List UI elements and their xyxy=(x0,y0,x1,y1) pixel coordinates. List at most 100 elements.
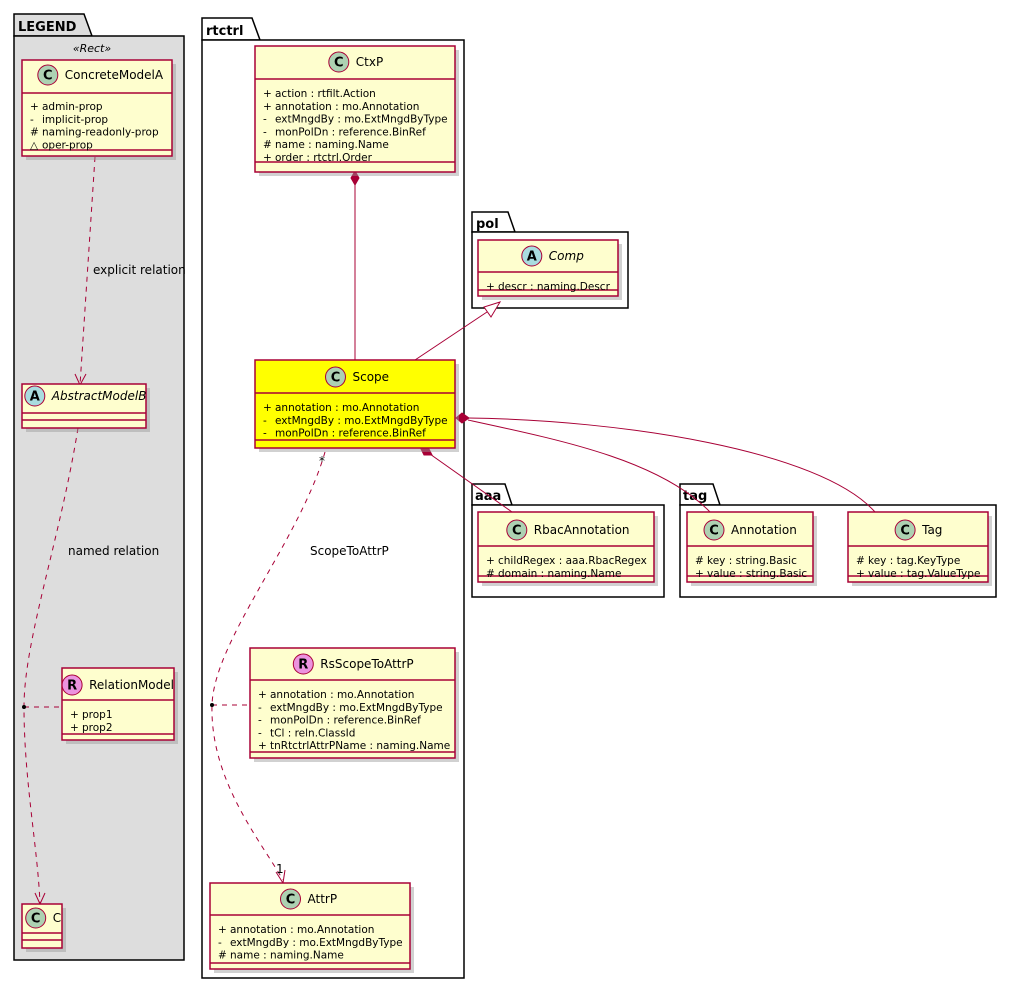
class-name: AbstractModelB xyxy=(51,389,147,403)
package-legend: LEGEND xyxy=(13,13,185,961)
svg-text:prop2: prop2 xyxy=(82,722,113,734)
class-name: RsScopeToAttrP xyxy=(320,657,413,671)
class-attribute: +value : string.Basic xyxy=(695,568,807,580)
package-rtctrl-title: rtctrl xyxy=(206,24,243,39)
class-attribute: △oper-prop xyxy=(30,139,93,151)
class-attribute: #key : string.Basic xyxy=(695,555,797,567)
visibility-icon: + xyxy=(486,555,495,567)
class-attribute: -implicit-prop xyxy=(30,114,108,126)
class-attribute: +annotation : mo.Annotation xyxy=(263,402,419,414)
class-attribute: +annotation : mo.Annotation xyxy=(258,689,414,701)
class-attribute: +childRegex : aaa.RbacRegex xyxy=(486,555,647,567)
package-rtctrl: rtctrl xyxy=(201,17,465,979)
svg-text:A: A xyxy=(30,390,40,405)
edge-label-explicit-relation: explicit relation xyxy=(93,263,186,277)
class-attribute: #domain : naming.Name xyxy=(486,568,621,580)
svg-text:extMngdBy : mo.ExtMngdByType: extMngdBy : mo.ExtMngdByType xyxy=(275,114,448,126)
visibility-icon: - xyxy=(30,114,34,126)
class-badge-c-icon: C xyxy=(894,519,916,541)
svg-text:annotation : mo.Annotation: annotation : mo.Annotation xyxy=(275,101,419,113)
svg-text:admin-prop: admin-prop xyxy=(42,101,103,113)
visibility-icon: - xyxy=(218,937,222,949)
visibility-icon: + xyxy=(486,281,495,293)
class-attribute: +action : rtfilt.Action xyxy=(263,88,376,100)
class-name: RbacAnnotation xyxy=(534,523,630,537)
svg-text:descr : naming.Descr: descr : naming.Descr xyxy=(498,281,611,293)
rtctrl-assoc-point xyxy=(210,703,214,707)
class-name: C xyxy=(53,911,61,925)
visibility-icon: + xyxy=(70,709,79,721)
visibility-icon: + xyxy=(30,101,39,113)
svg-text:action : rtfilt.Action: action : rtfilt.Action xyxy=(275,88,376,100)
class-attribute: +prop1 xyxy=(70,709,113,721)
class-attribute: -extMngdBy : mo.ExtMngdByType xyxy=(218,937,403,949)
edge-scope-tag xyxy=(455,412,876,513)
edge-scope-comp xyxy=(414,301,502,361)
svg-text:name : naming.Name: name : naming.Name xyxy=(275,139,389,151)
class-attribute: #name : naming.Name xyxy=(218,950,344,962)
edge-label-named-relation: named relation xyxy=(68,544,159,558)
multiplicity-source: * xyxy=(319,454,325,468)
visibility-icon: - xyxy=(263,415,267,427)
package-legend-title: LEGEND xyxy=(18,20,77,35)
visibility-icon: + xyxy=(263,88,272,100)
class-attribute: +annotation : mo.Annotation xyxy=(218,924,374,936)
class-attribute: +admin-prop xyxy=(30,101,103,113)
svg-text:annotation : mo.Annotation: annotation : mo.Annotation xyxy=(270,689,414,701)
visibility-icon: + xyxy=(258,689,267,701)
legend-stereotype: «Rect» xyxy=(73,42,112,55)
svg-text:monPolDn : reference.BinRef: monPolDn : reference.BinRef xyxy=(270,715,421,727)
svg-text:R: R xyxy=(298,658,308,673)
class-name: Comp xyxy=(549,249,584,263)
svg-text:extMngdBy : mo.ExtMngdByType: extMngdBy : mo.ExtMngdByType xyxy=(275,415,448,427)
visibility-icon: + xyxy=(856,568,865,580)
edge-label-scope-to-attrp: ScopeToAttrP xyxy=(310,544,389,558)
class-attribute: #name : naming.Name xyxy=(263,139,389,151)
package-pol-title: pol xyxy=(476,217,499,232)
package-tag-title: tag xyxy=(683,489,707,504)
visibility-icon: + xyxy=(258,740,267,752)
visibility-icon: + xyxy=(695,568,704,580)
class-name: AttrP xyxy=(308,892,338,906)
class-name: CtxP xyxy=(356,55,383,69)
class-name: Annotation xyxy=(731,523,797,537)
class-attribute: -extMngdBy : mo.ExtMngdByType xyxy=(263,415,448,427)
class-attribute: +value : tag.ValueType xyxy=(856,568,980,580)
visibility-icon: # xyxy=(218,950,227,962)
visibility-icon: + xyxy=(263,402,272,414)
svg-text:key : string.Basic: key : string.Basic xyxy=(707,555,797,567)
class-comp: A Comp +descr : naming.Descr xyxy=(477,239,622,300)
svg-text:C: C xyxy=(286,893,296,908)
class-attribute: -monPolDn : reference.BinRef xyxy=(263,126,426,138)
class-badge-r-icon: R xyxy=(292,653,314,675)
class-attribute: +annotation : mo.Annotation xyxy=(263,101,419,113)
svg-text:C: C xyxy=(709,524,719,539)
svg-text:tnRtctrlAttrPName : naming.Nam: tnRtctrlAttrPName : naming.Name xyxy=(270,740,450,752)
visibility-icon: - xyxy=(263,126,267,138)
visibility-icon: # xyxy=(263,139,272,151)
class-badge-a-icon: A xyxy=(521,245,543,267)
visibility-icon: - xyxy=(263,114,267,126)
svg-text:A: A xyxy=(527,250,537,265)
svg-text:order : rtctrl.Order: order : rtctrl.Order xyxy=(275,152,373,164)
svg-text:annotation : mo.Annotation: annotation : mo.Annotation xyxy=(275,402,419,414)
svg-text:extMngdBy : mo.ExtMngdByType: extMngdBy : mo.ExtMngdByType xyxy=(270,702,443,714)
class-abstract-model-b: A AbstractModelB xyxy=(21,383,150,432)
svg-text:oper-prop: oper-prop xyxy=(42,139,93,151)
class-attribute: -extMngdBy : mo.ExtMngdByType xyxy=(258,702,443,714)
visibility-icon: - xyxy=(258,715,262,727)
svg-text:childRegex : aaa.RbacRegex: childRegex : aaa.RbacRegex xyxy=(498,555,647,567)
class-attribute: +order : rtctrl.Order xyxy=(263,152,373,164)
class-attribute: +tnRtctrlAttrPName : naming.Name xyxy=(258,740,450,752)
svg-text:prop1: prop1 xyxy=(82,709,113,721)
multiplicity-target: 1 xyxy=(276,862,284,876)
